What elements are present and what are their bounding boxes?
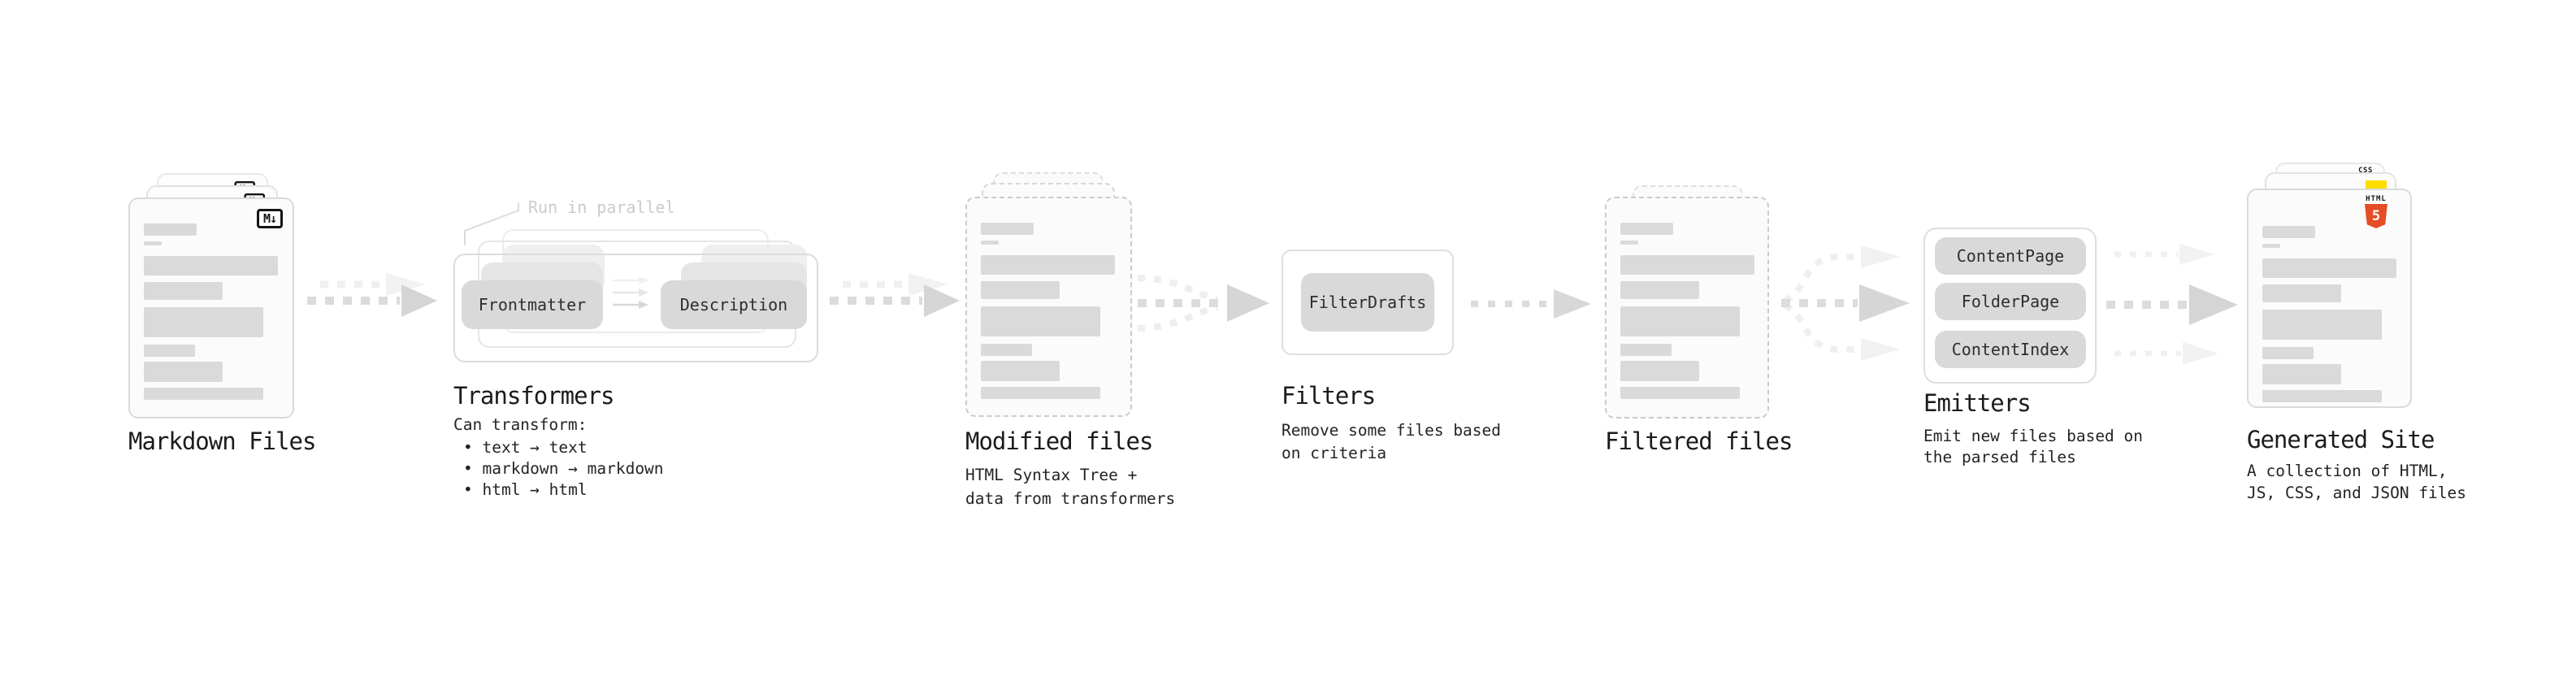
caption-line: Can transform:: [453, 415, 588, 434]
caption-bullet: • text → text: [463, 438, 588, 457]
generated-site-caption: A collection of HTML, JS, CSS, and JSON …: [2247, 462, 2467, 502]
filtered-file-card: [1605, 197, 1769, 419]
markdown-files-label: Markdown Files: [128, 427, 316, 455]
html5-icon: HTML 5: [2361, 195, 2391, 228]
node-generated-site: CSS HTML 5: [2247, 161, 2418, 429]
site-file-card-html: HTML 5: [2247, 189, 2412, 408]
emitters-caption: Emit new files based on the parsed files: [1923, 427, 2144, 466]
html5-icon-word: HTML: [2366, 195, 2387, 203]
node-modified-files: [965, 161, 1136, 429]
arrow-modified-to-filters: [1137, 275, 1269, 332]
node-markdown-files: M↓ M↓ M↓: [128, 161, 299, 429]
filters-label: Filters: [1281, 382, 1376, 410]
markdown-file-card: M↓: [128, 197, 294, 419]
transformer-mini-arrows: [613, 276, 648, 309]
caption-bullet: • html → html: [463, 480, 588, 499]
text-skeleton: [981, 223, 1115, 399]
description-pill: Description: [661, 280, 807, 329]
run-in-parallel-callout-line: [464, 202, 519, 245]
generated-site-label: Generated Site: [2247, 426, 2435, 453]
html5-icon-number: 5: [2371, 207, 2381, 224]
modified-files-label: Modified files: [965, 427, 1153, 455]
arrow-markdown-to-transformers: [307, 273, 437, 317]
arrow-filtered-to-emitters: [1781, 245, 1910, 361]
css-icon-word: CSS: [2358, 167, 2373, 175]
text-skeleton: [144, 223, 278, 400]
arrow-emitters-to-site: [2106, 244, 2238, 365]
arrow-transformers-to-modified: [830, 273, 960, 317]
emitters-label: Emitters: [1923, 389, 2032, 417]
filterdrafts-pill: FilterDrafts: [1301, 273, 1434, 332]
run-in-parallel-note: Run in parallel: [528, 197, 675, 217]
contentpage-pill: ContentPage: [1935, 237, 2086, 275]
text-skeleton: [2262, 226, 2396, 402]
frontmatter-pill: Frontmatter: [462, 280, 603, 329]
transformers-caption: Can transform: • text → text • markdown …: [453, 413, 664, 501]
transformers-label: Transformers: [453, 382, 615, 410]
caption-bullet: • markdown → markdown: [463, 459, 664, 478]
folderpage-pill: FolderPage: [1935, 283, 2086, 320]
filtered-files-label: Filtered files: [1605, 427, 1793, 455]
modified-files-caption: HTML Syntax Tree + data from transformer…: [965, 466, 1176, 508]
transformer-frame: [453, 254, 818, 362]
markdown-icon: M↓: [256, 209, 283, 228]
text-skeleton: [1620, 223, 1754, 399]
node-filtered-files: [1605, 161, 1776, 429]
arrow-filters-to-filtered: [1471, 289, 1591, 319]
html5-icon-shield: 5: [2365, 204, 2387, 228]
contentindex-pill: ContentIndex: [1935, 331, 2086, 368]
filters-caption: Remove some files based on criteria: [1281, 421, 1502, 462]
js-icon: [2366, 180, 2387, 189]
modified-file-card: [965, 197, 1132, 417]
